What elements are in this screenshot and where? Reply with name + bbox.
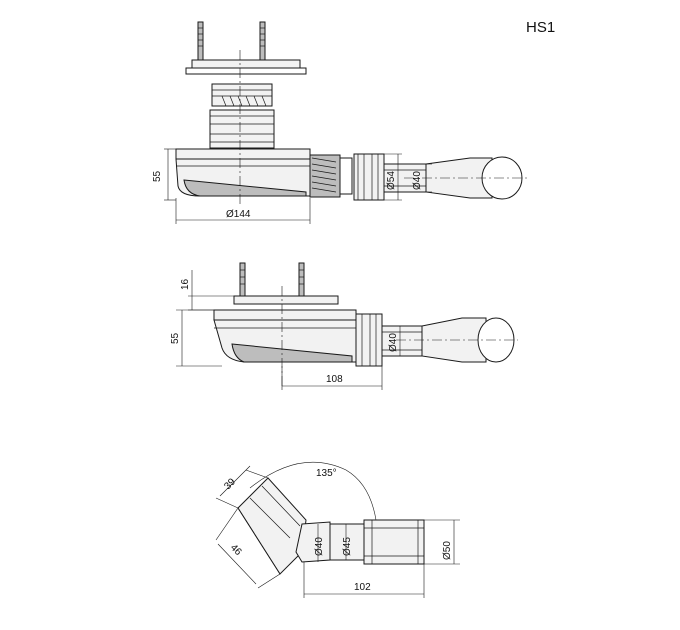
mid-diameter-label: Ø45 (342, 537, 353, 556)
union-nut (355, 313, 383, 367)
dim-outlet-diameter (384, 153, 402, 201)
dim-height (176, 309, 222, 367)
dim-width (175, 198, 311, 224)
dim-pipe-diameter (392, 325, 404, 357)
dim-top-length (215, 465, 269, 509)
dim-top-height (188, 270, 234, 311)
drawing-title: HS1 (526, 19, 555, 36)
trap-body (213, 309, 357, 363)
outlet-pipe (383, 157, 493, 199)
dim-length (281, 366, 383, 390)
outlet-diameter-label: Ø54 (386, 171, 397, 190)
screw-left (197, 21, 204, 65)
angle-label: 135° (316, 468, 337, 479)
union-nut (353, 153, 385, 201)
pipe-diameter-label: Ø40 (412, 171, 423, 190)
screw-left (239, 262, 246, 298)
cover-rim (185, 67, 307, 75)
top-height-label: 16 (180, 278, 191, 290)
screw-right (259, 21, 266, 65)
dim-height (164, 148, 176, 201)
view-top: 55 Ø54 Ø40 Ø144 (152, 21, 528, 224)
view-bottom: 135° 39 46 Ø40 Ø45 Ø50 (215, 461, 460, 598)
dim-length (303, 562, 425, 598)
angle-arc (249, 461, 377, 521)
length-label: 102 (354, 582, 371, 593)
angled-pipe (237, 477, 307, 575)
cover-plate (233, 295, 339, 305)
thread-coupling (309, 154, 353, 198)
dim-side-length (215, 507, 281, 589)
screw-right (298, 262, 305, 298)
cover-plate (191, 59, 301, 69)
top-length-label: 39 (222, 476, 238, 492)
pipe-stage-50 (363, 519, 425, 565)
trap-body (175, 148, 311, 197)
side-length-label: 46 (228, 542, 244, 558)
length-label: 108 (326, 374, 343, 385)
height-label: 55 (170, 332, 181, 344)
pipe-joint (295, 521, 331, 563)
dim-large-diameter (424, 519, 460, 565)
strainer (211, 83, 273, 107)
riser-pipe (209, 109, 275, 149)
large-diameter-label: Ø50 (442, 541, 453, 560)
view-middle: 16 55 Ø40 108 (170, 262, 518, 390)
dim-pipe-diameter (420, 163, 432, 193)
width-label: Ø144 (226, 209, 251, 220)
height-label: 55 (152, 170, 163, 182)
pipe-diameter-label: Ø40 (388, 333, 399, 352)
small-diameter-label: Ø40 (314, 537, 325, 556)
pipe-stage-45 (329, 523, 365, 561)
